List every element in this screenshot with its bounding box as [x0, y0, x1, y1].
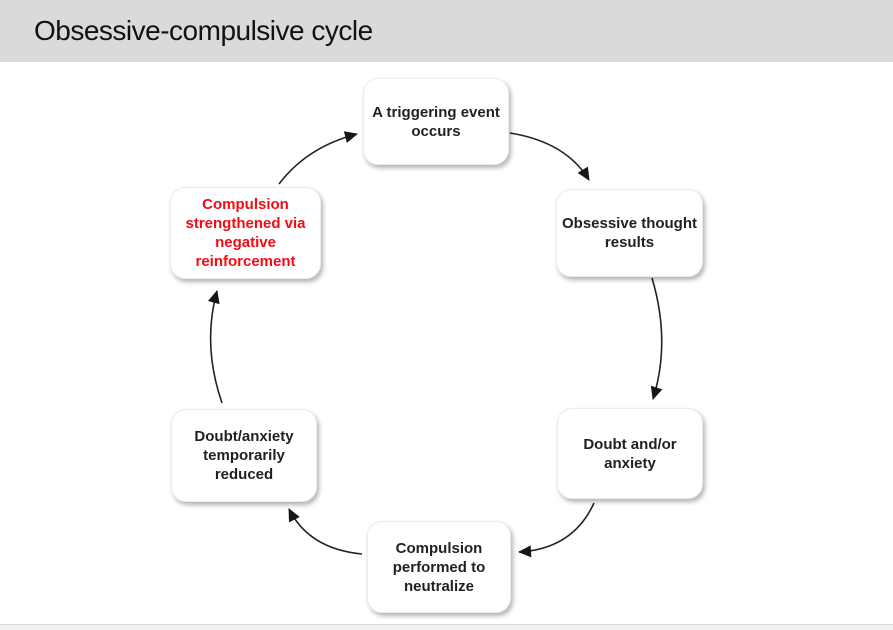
node-compulsion-strengthened: Compulsion strengthened via negative rei… [170, 187, 321, 279]
node-triggering-event: A triggering event occurs [363, 78, 509, 165]
arrow-doubt-to-compulsion [518, 502, 595, 558]
title-bar: Obsessive-compulsive cycle [0, 0, 893, 62]
node-obsessive-thought: Obsessive thought results [556, 189, 703, 277]
node-label: Doubt/anxiety temporarily reduced [194, 428, 294, 483]
node-doubt-anxiety: Doubt and/or anxiety [557, 408, 703, 499]
node-anxiety-reduced: Doubt/anxiety temporarily reduced [171, 409, 317, 502]
node-label: Compulsion strengthened via negative rei… [185, 196, 306, 270]
diagram-canvas: A triggering event occurs Obsessive thou… [0, 62, 893, 624]
arrow-reduced-to-reinforce [208, 290, 223, 404]
node-label: Obsessive thought results [561, 215, 698, 251]
arrow-compulsion-to-reduced [288, 508, 363, 555]
node-label: Compulsion performed to neutralize [392, 539, 486, 595]
arrow-reinforce-to-trigger [278, 131, 358, 185]
node-label: A triggering event occurs [372, 103, 500, 140]
arrow-obsessive-to-doubt [650, 277, 663, 400]
bottom-strip [0, 624, 893, 630]
node-label: Doubt and/or anxiety [583, 435, 677, 472]
node-compulsion-performed: Compulsion performed to neutralize [367, 521, 511, 613]
page-title: Obsessive-compulsive cycle [34, 15, 373, 46]
arrow-trigger-to-obsessive [509, 132, 590, 181]
